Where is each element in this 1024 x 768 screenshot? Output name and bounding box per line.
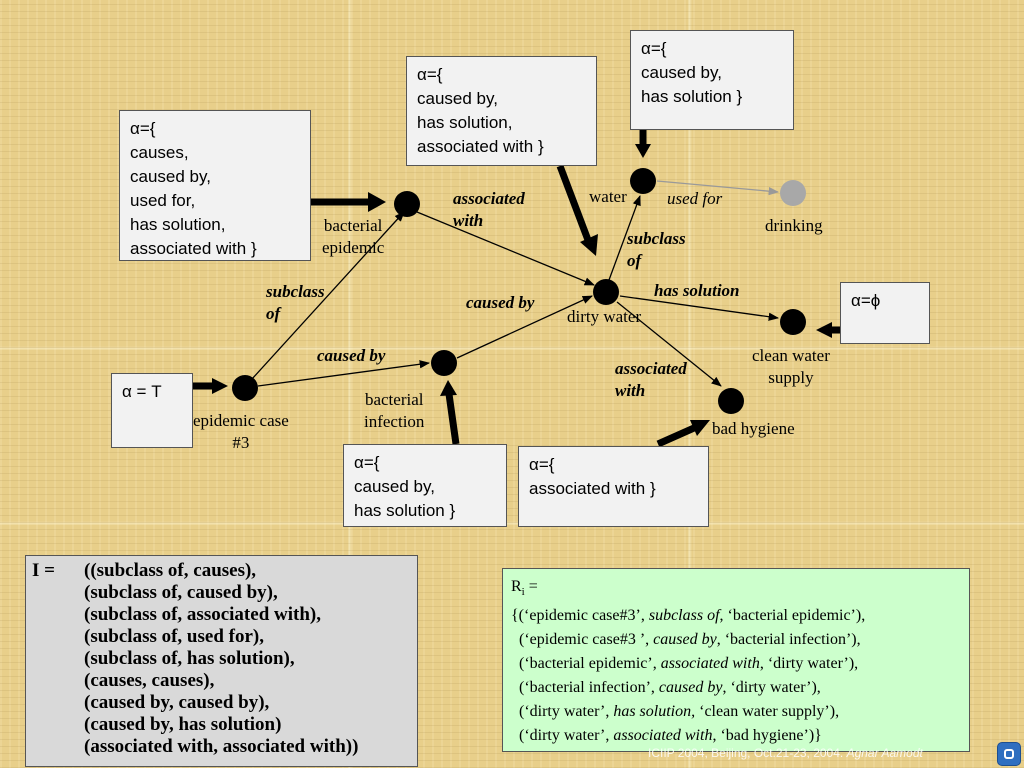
alpha-box-line: caused by, — [417, 89, 498, 108]
interaction-set-box: I = ((subclass of, causes), (subclass of,… — [25, 555, 418, 767]
alpha-box-line: caused by, — [130, 167, 211, 186]
relation-set-title: Ri = — [511, 578, 538, 599]
alpha-box-line: has solution, — [130, 215, 226, 234]
alpha-box-top-right: α={ caused by, has solution } — [630, 30, 794, 130]
pointer-phi-box-head — [816, 322, 832, 338]
interaction-set-line: (associated with, associated with)) — [84, 736, 359, 757]
edge-label-used-for: used for — [667, 189, 723, 208]
edge-epidemic-to-bacterial-infection — [257, 360, 431, 387]
slide-nav-button[interactable] — [997, 742, 1021, 766]
alpha-box-top-middle: α={ caused by, has solution, associated wit… — [406, 56, 597, 166]
alpha-box-line: α={ — [417, 65, 443, 84]
alpha-box-line: α={ — [354, 453, 380, 472]
label-bacterial-epidemic: bacterial epidemic — [322, 216, 385, 257]
alpha-box-left: α={ causes, caused by, used for, has solutio… — [119, 110, 311, 261]
edge-epidemic-to-bacterial-epidemic — [251, 211, 405, 380]
edge-dirty-water-to-bad-hygiene — [616, 301, 722, 387]
pointer-left-box-head — [368, 192, 386, 212]
interaction-set-lead: I = — [32, 560, 55, 581]
relation-line: (‘dirty water’, associated with, ‘bad hy… — [511, 727, 822, 745]
edge-water-to-drinking — [656, 180, 780, 196]
pointer-top-middle-box-head — [580, 234, 598, 256]
node-water — [630, 168, 656, 194]
alpha-box-line: associated with } — [417, 137, 544, 156]
edge-dirty-water-to-water — [608, 195, 641, 281]
node-bacterial-infection — [431, 350, 457, 376]
interaction-set-line: (caused by, caused by), — [84, 692, 270, 713]
alpha-box-t: α = T — [111, 373, 193, 448]
node-clean-water-supply — [780, 309, 806, 335]
interaction-set-line: (subclass of, used for), — [84, 626, 264, 647]
pointer-t-box-head — [212, 378, 228, 394]
pointer-top-middle-box — [556, 164, 592, 242]
edge-label-associated-with-lower: associated with — [615, 359, 687, 400]
relation-line: (‘bacterial infection’, caused by, ‘dirt… — [511, 679, 821, 697]
pointer-bottom-right-box — [656, 424, 696, 448]
alpha-box-line: caused by, — [354, 477, 435, 496]
alpha-box-line: α={ — [529, 455, 555, 474]
edge-dirty-water-to-clean-water — [619, 295, 780, 321]
edge-label-caused-by-left: caused by — [317, 346, 386, 365]
alpha-box-line: has solution } — [354, 501, 456, 520]
relation-line: (‘bacterial epidemic’, associated with, … — [511, 655, 859, 673]
alpha-box-line: α={ — [641, 39, 667, 58]
interaction-set-line: ((subclass of, causes), — [84, 560, 257, 581]
label-epidemic-case: epidemic case #3 — [193, 411, 289, 452]
alpha-box-line: α={ — [130, 119, 156, 138]
label-water: water — [589, 187, 627, 206]
interaction-set-line: (subclass of, associated with), — [84, 604, 321, 625]
alpha-box-line: associated with } — [529, 479, 656, 498]
alpha-box-line: caused by, — [641, 63, 722, 82]
pointer-bottom-left-box-head — [440, 380, 457, 396]
relation-line: (‘epidemic case#3 ’, caused by, ‘bacteri… — [511, 631, 861, 649]
relation-line: {(‘epidemic case#3’, subclass of, ‘bacte… — [511, 607, 866, 625]
edge-label-caused-by-mid: caused by — [466, 293, 535, 312]
alpha-box-line: α = T — [122, 382, 162, 401]
edge-bacterial-epidemic-to-dirty-water — [416, 211, 595, 286]
alpha-box-line: α=ϕ — [851, 291, 881, 310]
alpha-box-bottom-left: α={ caused by, has solution } — [343, 444, 507, 527]
label-drinking: drinking — [765, 216, 823, 235]
node-dirty-water — [593, 279, 619, 305]
node-drinking — [780, 180, 806, 206]
interaction-set-line: (subclass of, has solution), — [84, 648, 295, 669]
label-bad-hygiene: bad hygiene — [712, 419, 795, 438]
footer-citation: ICIIP 2004, Beijing, Oct.21-23, 2004. Ag… — [648, 746, 923, 760]
interaction-set-line: (caused by, has solution) — [84, 714, 282, 735]
pointer-bottom-left-box — [445, 393, 460, 445]
alpha-box-line: has solution, — [417, 113, 513, 132]
edge-label-has-solution: has solution — [654, 281, 740, 300]
node-bacterial-epidemic — [394, 191, 420, 217]
edge-label-subclass-of-right: subclass of — [627, 229, 686, 270]
label-bacterial-infection: bacterial infection — [364, 390, 425, 431]
edge-bacterial-infection-to-dirty-water — [456, 295, 593, 359]
alpha-box-line: associated with } — [130, 239, 257, 258]
alpha-box-phi: α=ϕ — [840, 282, 930, 344]
interaction-set-line: (causes, causes), — [84, 670, 215, 691]
alpha-box-line: used for, — [130, 191, 196, 210]
edge-label-subclass-of-left: subclass of — [266, 282, 325, 323]
relation-set-box: Ri = {(‘epidemic case#3’, subclass of, ‘… — [502, 568, 970, 752]
pointer-top-right-box-head — [635, 144, 651, 158]
interaction-set-line: (subclass of, caused by), — [84, 582, 278, 603]
edge-label-associated-with-top: associated with — [453, 189, 525, 230]
pointer-bottom-right-box-head — [690, 420, 710, 436]
nav-icon — [1004, 749, 1014, 759]
alpha-box-line: causes, — [130, 143, 189, 162]
node-bad-hygiene — [718, 388, 744, 414]
alpha-box-line: has solution } — [641, 87, 743, 106]
label-dirty-water: dirty water — [567, 307, 642, 326]
alpha-box-bottom-right: α={ associated with } — [518, 446, 709, 527]
node-epidemic-case — [232, 375, 258, 401]
relation-line: (‘dirty water’, has solution, ‘clean wat… — [511, 703, 840, 721]
label-clean-water-supply: clean water supply — [752, 346, 830, 387]
